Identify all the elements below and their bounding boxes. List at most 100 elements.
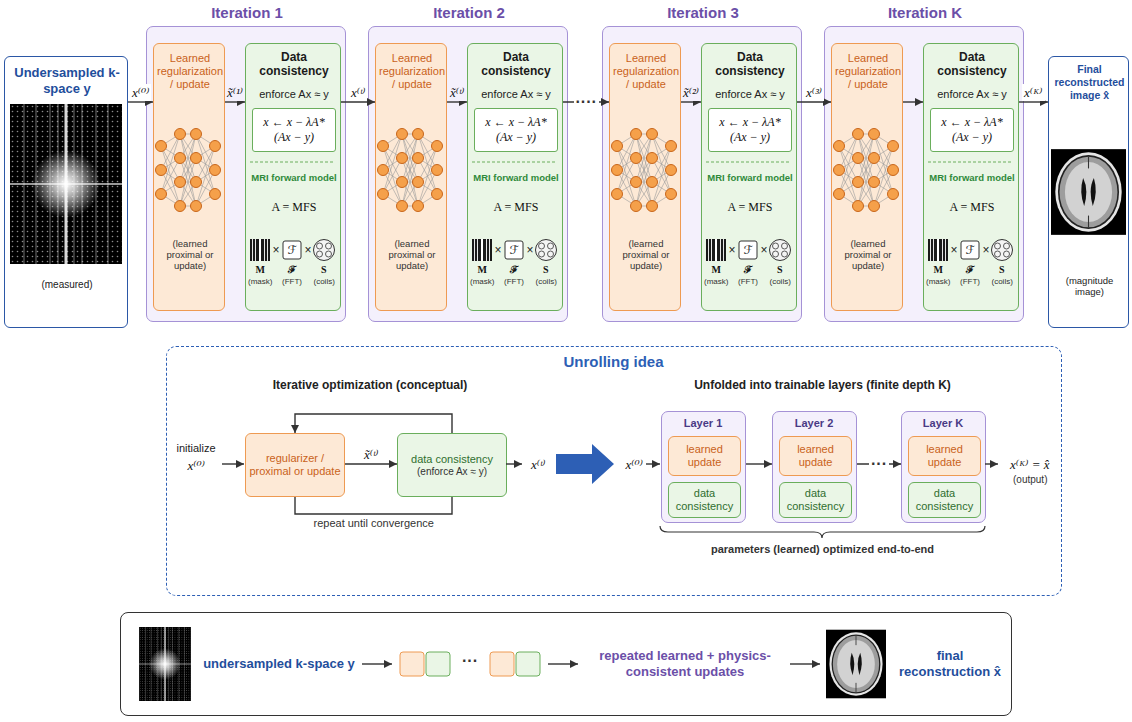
- forward-model-icons: [250, 239, 335, 261]
- text-holder: Learned regularization / update: [157, 52, 223, 91]
- text-holder: repeated learned + physics-consistent up…: [585, 648, 785, 680]
- text-holder: (measured): [9, 279, 125, 291]
- text-holder: ℱ: [966, 264, 974, 276]
- text-holder: ℱ: [744, 264, 752, 276]
- node-text: x ← x − λA* (Ax − y): [253, 115, 335, 145]
- edge-label: x⁽³⁾: [804, 84, 824, 101]
- label-text: ×: [729, 242, 736, 258]
- edge-label: ···: [869, 457, 889, 471]
- text-holder: M: [712, 264, 721, 276]
- forward-model-icons: [472, 239, 557, 261]
- label-text: (mask): [704, 277, 728, 287]
- node-text: (measured): [9, 279, 125, 291]
- node-text: Unrolling idea: [167, 353, 1060, 371]
- drawing-part: [928, 162, 1012, 163]
- text-holder: Learned regularization / update: [835, 52, 901, 91]
- node-text: x ← x − λA* (Ax − y): [709, 115, 791, 145]
- drawing-part: [790, 663, 820, 664]
- connector-arrow: [295, 497, 452, 514]
- label-text: Unfolded into trainable layers (finite d…: [650, 378, 995, 393]
- label-text: (mask): [926, 277, 950, 287]
- text-holder: M: [934, 264, 943, 276]
- text-holder: Iteration K: [825, 4, 1025, 22]
- text-holder: x⁽ᴷ⁾ = x̂: [1010, 456, 1050, 473]
- text-holder: Iteration 1: [147, 4, 347, 22]
- node-text: x ← x − λA* (Ax − y): [931, 115, 1013, 145]
- label-text: ℱ: [288, 242, 297, 258]
- label-text: S: [321, 264, 327, 276]
- connector-arrow: [903, 101, 923, 102]
- label-text: x⁽⁰⁾: [188, 457, 205, 474]
- text-holder: (learned proximal or update): [834, 238, 902, 271]
- text-holder: Data consistency: [705, 50, 795, 78]
- label-text: initialize: [177, 442, 216, 455]
- node-text: A = MFS: [471, 200, 561, 215]
- label-text: S: [999, 264, 1005, 276]
- text-holder: S: [321, 264, 327, 276]
- node-text: regularizer / proximal or update: [246, 452, 344, 478]
- text-holder: A = MFS: [471, 200, 561, 215]
- data-consistency-box: data consistency: [908, 482, 981, 518]
- text-holder: (output): [1013, 474, 1047, 486]
- node-text: Data consistency: [705, 50, 795, 78]
- edge-label: x⁽ᵗ⁾: [349, 84, 367, 101]
- label-text: ℱ: [510, 242, 519, 258]
- node-text: learned update: [780, 443, 851, 469]
- text-holder: ···: [869, 457, 889, 471]
- node-text: A = MFS: [249, 200, 339, 215]
- node-text: learned update: [669, 443, 740, 469]
- text-holder: S: [999, 264, 1005, 276]
- text-holder: Iteration 2: [369, 4, 569, 22]
- text-holder: (coils): [536, 277, 557, 287]
- text-holder: x̃⁽²⁾: [681, 84, 701, 101]
- text-holder: x⁽⁰⁾: [130, 84, 151, 101]
- label-text: M: [478, 264, 487, 276]
- node-text: Iteration 1: [147, 4, 347, 22]
- node-text: data consistency: [408, 453, 496, 466]
- node-text: undersampled k-space y: [199, 656, 359, 672]
- text-holder: repeat until convergence: [312, 517, 436, 530]
- drawing-part: [646, 463, 660, 464]
- drawing-part: [472, 162, 556, 163]
- label-text: ℱ: [744, 242, 753, 258]
- text-holder: Learned regularization / update: [379, 52, 445, 91]
- label-text: S: [543, 264, 549, 276]
- edge-label: x̃⁽¹⁾: [225, 84, 245, 101]
- node-text: MRI forward model: [926, 172, 1018, 183]
- node-text: data consistency: [669, 487, 740, 513]
- drawing-part: [362, 663, 392, 664]
- text-holder: (mask): [248, 277, 272, 287]
- node-text: (magnitude image): [1052, 275, 1127, 297]
- text-holder: Data consistency: [927, 50, 1017, 78]
- text-holder: Layer 2: [773, 417, 855, 430]
- edge-label: x⁽ᴷ⁾: [1022, 84, 1045, 101]
- text-holder: x⁽ᵗ⁾: [531, 456, 545, 473]
- network-icon: [378, 129, 443, 212]
- learned-update-box: Learned regularization / update(learned …: [153, 43, 225, 311]
- node-text: MRI forward model: [704, 172, 796, 183]
- node-text: Layer K: [902, 417, 984, 430]
- label-text: (coils): [770, 277, 791, 287]
- text-holder: x⁽ᵗ⁾: [349, 84, 367, 101]
- text-holder: M: [256, 264, 265, 276]
- node-text: Final reconstructed image x̂: [1052, 63, 1127, 102]
- text-holder: M: [478, 264, 487, 276]
- text-holder: enforce Ax ≈ y: [705, 88, 795, 101]
- text-holder: (FFT): [282, 277, 302, 287]
- text-holder: ℱ: [744, 242, 753, 258]
- text-holder: ×: [305, 242, 312, 258]
- text-holder: MRI forward model: [926, 172, 1018, 183]
- connector-arrow: [225, 101, 245, 102]
- label-text: ℱ: [288, 264, 296, 276]
- label-text: x⁽⁰⁾: [626, 456, 643, 473]
- text-holder: ×: [273, 242, 280, 258]
- node-text: Learned regularization / update: [379, 52, 445, 91]
- edge-label: x̃⁽ᵗ⁾: [362, 446, 380, 463]
- text-holder: MRI forward model: [470, 172, 562, 183]
- data-consistency-box: data consistency: [779, 482, 852, 518]
- text-holder: Data consistency: [249, 50, 339, 78]
- node-text: Learned regularization / update: [157, 52, 223, 91]
- edge-label: x̃⁽ᵗ⁾: [448, 84, 466, 101]
